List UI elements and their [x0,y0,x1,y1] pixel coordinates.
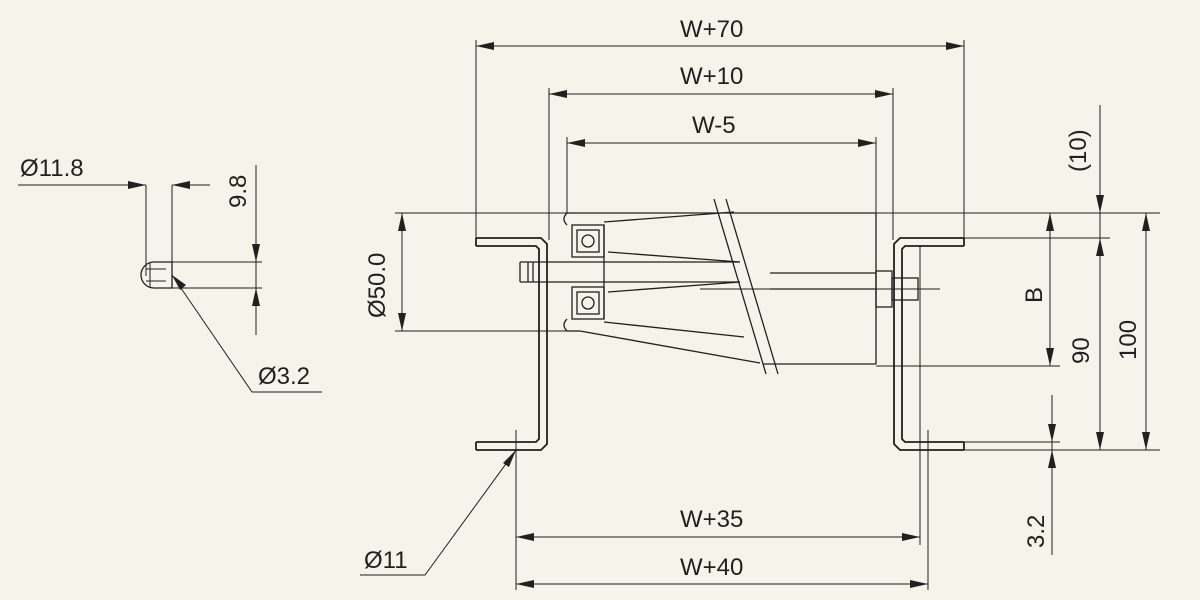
bottom-dimensions [515,245,929,590]
top-dimensions [475,40,965,246]
dim-dia-11-8: Ø11.8 [20,155,84,182]
dim-100: 100 [1115,320,1142,360]
pin-detail [18,165,322,393]
bearing-housing [571,211,745,338]
roller-tube [563,198,877,375]
dim-10-ref: (10) [1065,129,1092,172]
dim-dia-50-lines [395,212,580,332]
dim-90: 90 [1068,337,1095,364]
dim-9-8: 9.8 [225,175,252,208]
dim-3-2: 3.2 [1023,515,1050,548]
left-frame [475,237,548,451]
dim-b: B [1021,287,1048,303]
dim-w-plus-35: W+35 [680,506,743,533]
dim-w-minus-5: W-5 [692,112,736,139]
hole-leader [360,430,517,576]
shaft [519,261,940,308]
dim-dia-50: Ø50.0 [364,253,391,318]
dim-w-plus-40: W+40 [680,554,743,581]
dim-w-plus-10: W+10 [680,63,743,90]
right-dimensions [876,105,1160,555]
dim-dia-3-2: Ø3.2 [258,363,310,390]
dim-dia-11: Ø11 [364,547,408,574]
dim-w-plus-70: W+70 [680,16,743,43]
right-frame [893,237,965,451]
